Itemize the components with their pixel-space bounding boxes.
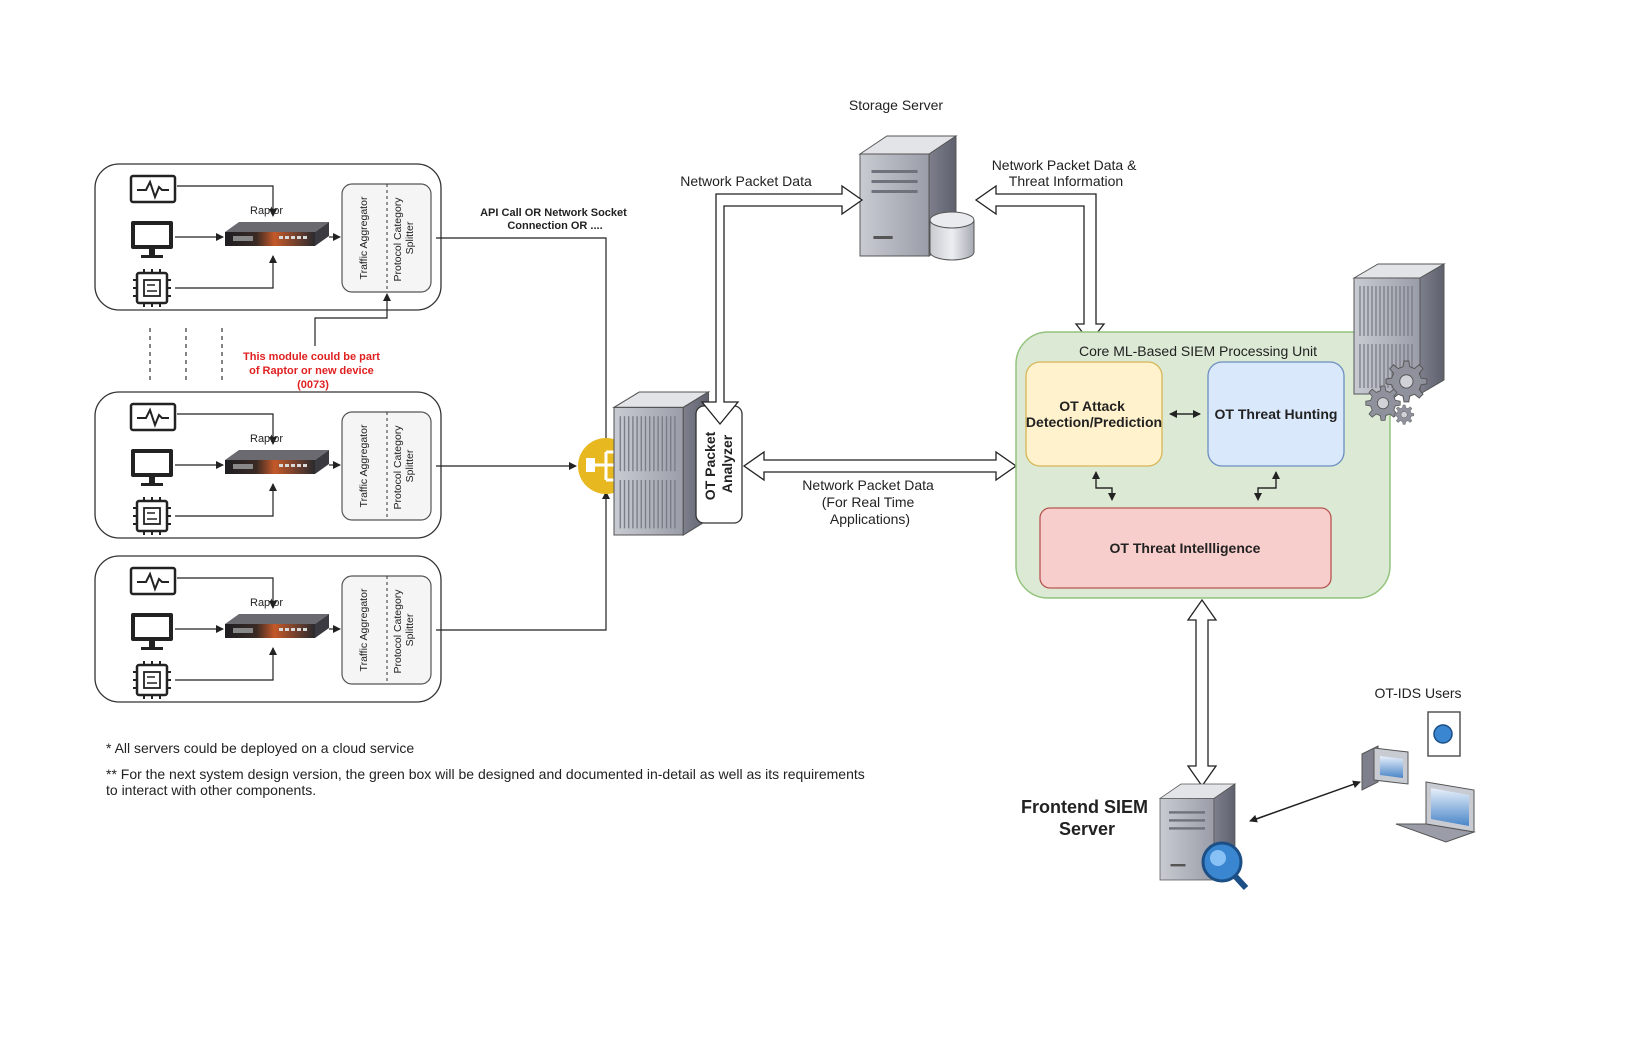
module-note-line3: (0073) [297, 379, 329, 391]
attack-label-line1: OT Attack [1059, 398, 1125, 414]
svg-text:OT Attack Detection/Pred: OT Attack Detection/Prediction [1026, 398, 1162, 430]
siem-frontend-arrow [1186, 598, 1218, 788]
raptor-label: Raptor [250, 205, 283, 217]
storage-siem-arrow [974, 184, 1106, 344]
attack-label-line2: Detection/Prediction [1026, 414, 1162, 430]
group-to-hub-links [436, 237, 610, 631]
attack-detection-box [1025, 361, 1163, 467]
svg-text:Protocol Category Splitt: Protocol Category Splitter [392, 423, 416, 510]
svg-text:Frontend SIEM Server: Frontend SIEM Server [1021, 797, 1153, 839]
raptor-group-body [95, 392, 441, 538]
raptor-label: Raptor [250, 433, 283, 445]
frontend-label-line1: Frontend SIEM [1021, 797, 1148, 817]
storage-server-label: Storage Server [849, 97, 943, 113]
svg-text:Protocol Category Splitt: Protocol Category Splitter [392, 587, 416, 674]
packet-analyzer-label-line2: Analyzer [719, 434, 735, 493]
raptor-group-3: Raptor Traffic Aggregator Protocol Categ… [95, 556, 441, 702]
packet-analyzer-server: OT Packet Analyzer [613, 391, 743, 536]
analyzer-storage-label: Network Packet Data [680, 173, 812, 189]
svg-text:This module could be part: This module could be part of Raptor or n… [243, 351, 383, 391]
threat-intelligence-label: OT Threat Intellligence [1110, 540, 1261, 556]
svg-text:Protocol Category Splitt: Protocol Category Splitter [392, 195, 416, 282]
note-next-version-line2: to interact with other components. [106, 782, 317, 798]
storage-server-icon [859, 135, 975, 261]
module-note-line1: This module could be part [243, 351, 380, 363]
siem-unit-title: Core ML-Based SIEM Processing Unit [1079, 343, 1317, 359]
splitter-label-line1: Protocol Category [392, 425, 404, 510]
svg-text:Network Packet Data & Thre: Network Packet Data & Threat Information [992, 157, 1141, 189]
more-groups-indicator [149, 328, 223, 384]
analyzer-siem-label-line1: Network Packet Data [802, 477, 934, 493]
api-call-label-line2: Connection OR .... [507, 220, 602, 232]
svg-text:API Call OR Network Socket: API Call OR Network Socket Connection OR… [480, 207, 630, 232]
raptor-group-body [95, 164, 441, 310]
threat-intelligence-box [1039, 507, 1332, 589]
aggregator-label: Traffic Aggregator [358, 588, 370, 671]
splitter-label-line2: Splitter [404, 449, 416, 482]
svg-text:OT Packet Analyzer: OT Packet Analyzer [702, 428, 735, 500]
storage-siem-label-line2: Threat Information [1009, 173, 1123, 189]
frontend-server-icon [1159, 783, 1249, 891]
analyzer-siem-label-line2: (For Real Time [822, 494, 915, 510]
api-call-label-line1: API Call OR Network Socket [480, 207, 627, 219]
module-note-line2: of Raptor or new device [249, 365, 374, 377]
module-note-connector [314, 293, 391, 346]
packet-analyzer-label-line1: OT Packet [702, 431, 718, 500]
analyzer-siem-arrow [742, 450, 1018, 482]
splitter-label-line1: Protocol Category [392, 197, 404, 282]
note-next-version-line1: ** For the next system design version, t… [106, 766, 865, 782]
splitter-label-line1: Protocol Category [392, 589, 404, 674]
raptor-label: Raptor [250, 597, 283, 609]
note-cloud-deployment: * All servers could be deployed on a clo… [106, 740, 415, 756]
threat-hunting-label: OT Threat Hunting [1215, 406, 1338, 422]
raptor-group-2: Raptor Traffic Aggregator Protocol Categ… [95, 392, 441, 538]
aggregator-label: Traffic Aggregator [358, 196, 370, 279]
frontend-label-line2: Server [1059, 819, 1115, 839]
raptor-group-1: Raptor Traffic Aggregator Protocol Categ… [95, 164, 441, 310]
users-label: OT-IDS Users [1374, 685, 1461, 701]
splitter-label-line2: Splitter [404, 221, 416, 254]
aggregator-label: Traffic Aggregator [358, 424, 370, 507]
svg-text:Network Packet Data (For R: Network Packet Data (For Real Time Appli… [802, 477, 937, 527]
splitter-label-line2: Splitter [404, 613, 416, 646]
raptor-group-body [95, 556, 441, 702]
analyzer-storage-arrow [700, 184, 864, 426]
siem-processing-unit: Core ML-Based SIEM Processing Unit OT At… [1015, 331, 1391, 599]
storage-siem-label-line1: Network Packet Data & [992, 157, 1137, 173]
frontend-users-link [1249, 780, 1361, 823]
analyzer-siem-label-line3: Applications) [830, 511, 910, 527]
users-devices-icon [1361, 711, 1476, 843]
threat-hunting-box [1207, 361, 1345, 467]
